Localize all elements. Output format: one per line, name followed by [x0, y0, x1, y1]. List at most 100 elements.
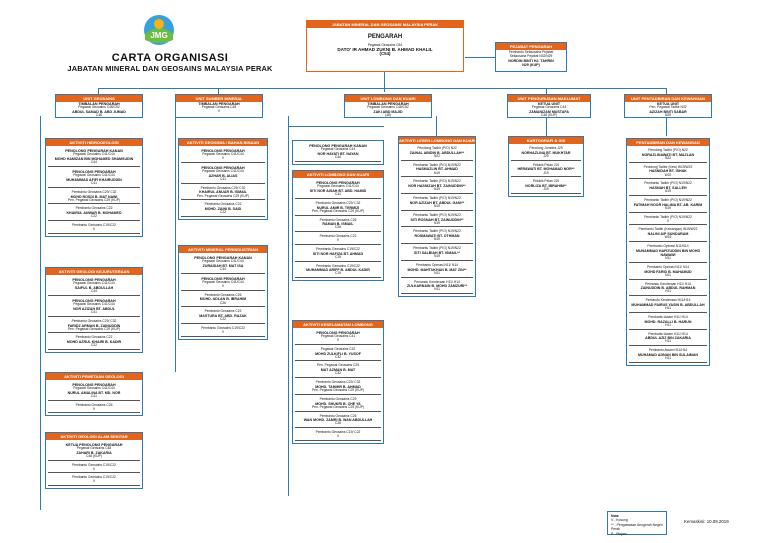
unit-title: TIMBALAN PENGARAH: [198, 102, 240, 106]
staff-code: H11: [665, 339, 671, 344]
staff-code: C44: [334, 155, 342, 160]
staff-grade: Pelukis Pelan J19: [532, 179, 560, 184]
staff-name: NURUL AMIR B. TERMIZI: [316, 205, 360, 210]
staff-code: N22: [433, 153, 441, 158]
staff-grade: Pembantu Geosains C19/C22: [72, 223, 116, 228]
staff-grade: Pembantu Geosains C29/ C32: [200, 185, 246, 190]
staff-name: NORAZLINAWATI BT. MAZLAN: [641, 152, 695, 157]
staff-code: C32: [334, 371, 342, 376]
staff-grade: Pembantu Tadbir (P/O) N19/N22: [644, 181, 692, 186]
staff-grade: Pegawai Geosains C41/C44: [317, 184, 359, 189]
staff-grade: Pembantu Tadbir (P/O) N19/N22: [413, 179, 461, 184]
staff-code: H11: [665, 356, 671, 361]
connector-unit1-down: [98, 88, 99, 94]
staff-title: PENOLONG PENGARAH KANAN: [309, 144, 367, 148]
connector-col4-spine: [436, 116, 437, 136]
staff-title: PENOLONG PENGARAH: [201, 149, 245, 153]
staff-code: V: [221, 329, 225, 334]
staff-name: MOHD ROSDI B. MAT NAWI: [70, 194, 118, 199]
staff-grade: Pembantu Tadbir (P/O) N19/N22: [413, 162, 461, 167]
staff-code: Pen. Pegawai Geosains C29 (KUP): [311, 388, 365, 393]
staff-title: PENOLONG PENGARAH: [72, 383, 116, 387]
connector-col6-spine: [666, 116, 667, 136]
activity-header: PENTADBIRAN DAN KEWANGAN: [627, 139, 709, 146]
unit-grade: Pegawai Geosains C48: [201, 105, 237, 110]
staff-code: V: [336, 434, 340, 439]
staff-name: MUHAMMAD ARIFF B. ABDUL KADIR: [306, 268, 370, 273]
staff-code: V: [92, 406, 96, 411]
staff-code: C44: [219, 267, 227, 272]
unit-box: UNIT PENTADBIRAN DAN KEWANGAN KETUA UNIT…: [624, 94, 712, 118]
staff-title: PENOLONG PENGARAH: [316, 181, 360, 185]
staff-name: ZULKARNAIN B. MOHD ZAMZURI**: [406, 284, 468, 289]
staff-name: NOR HASNIZAH BT. ZAINUDDIN**: [408, 184, 466, 189]
staff-grade: Pegawai Geosains C41/C44: [73, 173, 115, 178]
staff-grade: Pembantu Geosains C22: [319, 234, 357, 239]
update-date: Kemaskini: 10.09.2019: [684, 519, 729, 524]
staff-grade: Pembantu Geosains C19/C22: [316, 263, 360, 268]
staff-name: SITI SALBIAH BT. ISMAIL**: [414, 250, 460, 255]
connector-unit4-down: [546, 88, 547, 94]
staff-name: HASNIDAH BT. ISHAK: [649, 169, 687, 174]
activity-header: AKTIVITI HIDROGEOLOGI: [46, 139, 142, 146]
staff-title: PENOLONG PENGARAH: [316, 331, 360, 335]
staff-code: N11: [434, 270, 440, 275]
staff-code: N19: [433, 220, 441, 225]
unit-grade: Pegawai Geosains C48/C52: [78, 105, 120, 110]
staff-code: N19: [433, 203, 441, 208]
staff-name: WAN MOHD. ZAMRI B. WAN ABDULLAH: [303, 418, 373, 423]
staff-title: PENOLONG PENGARAH KANAN: [194, 256, 252, 260]
staff-code: H11: [665, 322, 671, 327]
staff-code: C44: [90, 160, 98, 165]
staff-title: KETUA PENOLONG PENGARAH: [65, 443, 123, 447]
staff-name: NOR AZIZAH BT. ABDUL: [73, 306, 115, 311]
staff-name: HASNAH BT. SALLEH: [649, 186, 687, 191]
staff-grade: Pembantu Operasi N11/N14: [647, 244, 689, 249]
staff-grade: Pembantu Geosains C19/C22: [201, 326, 245, 331]
activity-header: AKTIVITI MINERAL PERINDUSTRIAN: [179, 246, 267, 253]
staff-name: MOHD. TAHMIR B. AHMAD: [315, 384, 361, 389]
staff-grade: Pembantu Geosains C22: [204, 202, 242, 207]
staff-name: NOR HAYATI BT. NAYAN: [317, 152, 359, 156]
legend-item: V - Kosong: [611, 518, 628, 523]
staff-grade: Pembantu Tadbir (P/O) N19/N22: [413, 246, 461, 251]
staff-code: V: [221, 283, 225, 288]
staff-name: MOHD. MAHTUKHAN B. MAT ZIN**: [407, 267, 467, 272]
activity-box: AKTIVITI HIDROGEOLOGI PENOLONG PENGARAH K…: [45, 138, 143, 237]
staff-code: C48 (KUP): [86, 454, 102, 459]
staff-code: C19: [334, 271, 342, 276]
staff-grade: Pemandu Kenderaan H11/ H14: [414, 279, 460, 284]
activity-header: AKTIVITI LESEN LOMBONG DAN KUARI: [399, 137, 475, 144]
unit-grade: Pen. Pegawai Tadbir N32: [649, 105, 687, 110]
staff-name: SITI ROSNAH BT. ZAINUDDIN**: [410, 217, 464, 222]
staff-name: NALINI A/P SUNDARAM: [647, 232, 689, 237]
staff-code: V: [336, 238, 340, 243]
staff-name: HERAWATI BT. MOHAMAD NOR**: [517, 167, 575, 172]
staff-name: MOHD HAMIZAN BIN MOHAMED SHAMSUDIN: [54, 157, 134, 161]
